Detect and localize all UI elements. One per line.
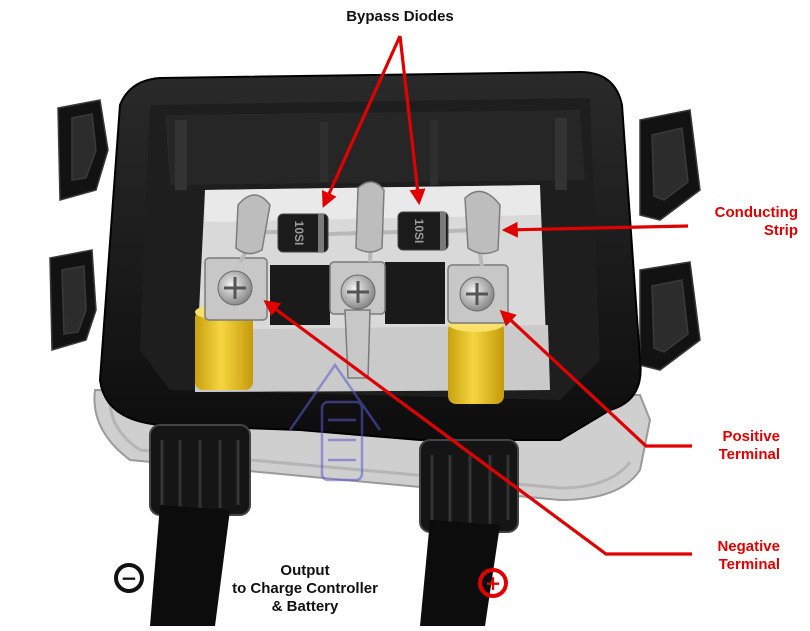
diode-marking-left: 10SI (292, 221, 306, 246)
positive-terminal-line-1: Positive (722, 428, 780, 445)
output-label: Output to Charge Controller & Battery (200, 562, 410, 616)
solder-joints (235, 181, 501, 255)
negative-sign: − (121, 566, 138, 590)
positive-symbol: + (478, 568, 508, 598)
positive-terminal-line-2: Terminal (718, 446, 780, 463)
terminal-screws (217, 270, 495, 312)
yellow-crimp-sleeves (195, 304, 504, 404)
cable-gland-right (419, 439, 519, 626)
arrow-to-right-diode (398, 35, 426, 206)
positive-sign: + (485, 571, 502, 595)
annotation-arrows (263, 35, 692, 556)
bypass-diodes-label: Bypass Diodes (300, 8, 500, 26)
side-clips (49, 99, 701, 371)
arrow-to-negative-terminal (263, 300, 692, 556)
arrow-to-conducting-strip (501, 221, 689, 238)
conducting-strip-label: Conducting Strip (660, 204, 798, 240)
cable-gland-left (149, 424, 251, 626)
output-line-1: Output (280, 562, 330, 579)
bypass-diode-left (277, 213, 329, 253)
negative-terminal-label: Negative Terminal (680, 538, 780, 574)
arrow-to-positive-terminal (499, 309, 692, 448)
conducting-strip-line-1: Conducting (714, 204, 798, 221)
output-line-2: to Charge Controller (232, 580, 378, 597)
positive-terminal-label: Positive Terminal (680, 428, 780, 464)
negative-terminal-line-1: Negative (717, 538, 780, 555)
diode-marking-right: 10SI (412, 219, 426, 244)
bypass-diodes-text: Bypass Diodes (346, 8, 454, 25)
negative-symbol: − (114, 563, 144, 593)
arrow-to-left-diode (321, 35, 402, 208)
watermark-logo (288, 362, 382, 482)
bypass-diode-right (397, 211, 449, 251)
negative-terminal-line-2: Terminal (718, 556, 780, 573)
conducting-strip-line-2: Strip (763, 222, 798, 239)
output-line-3: & Battery (271, 598, 339, 615)
